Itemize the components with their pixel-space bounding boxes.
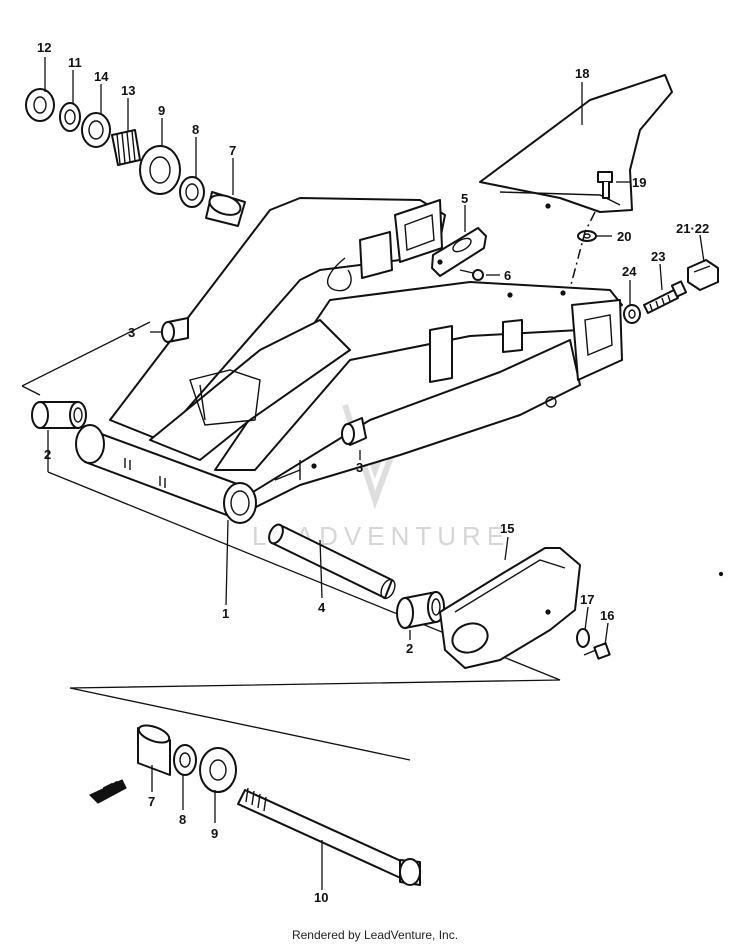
oil-seal-9-lower[interactable] (199, 747, 237, 793)
callout-12: 12 (37, 40, 51, 55)
callout-1: 1 (222, 606, 229, 621)
callout-15: 15 (500, 521, 514, 536)
leader-lines (44, 57, 705, 890)
callout-20: 20 (617, 229, 631, 244)
callout-18: 18 (575, 66, 589, 81)
callout-5: 5 (461, 191, 468, 206)
washer-11[interactable] (59, 102, 81, 132)
seal-14[interactable] (81, 112, 111, 148)
bushing-3-upper[interactable] (161, 317, 189, 343)
alignment-guides (21, 321, 561, 761)
callout-8-upper: 8 (192, 122, 199, 137)
callout-2-right: 2 (406, 641, 413, 656)
callout-16: 16 (600, 608, 614, 623)
callout-14: 14 (94, 69, 109, 84)
guard-mount-centerline (567, 211, 596, 297)
swingarm-1[interactable] (75, 197, 623, 524)
callout-7-upper: 7 (229, 143, 236, 158)
callout-3-upper: 3 (128, 325, 135, 340)
washer-8-upper[interactable] (179, 176, 205, 208)
callout-19: 19 (632, 175, 646, 190)
callouts: 12 11 14 13 9 8 7 18 19 20 5 6 21·22 23 … (37, 40, 709, 905)
spring-13[interactable] (111, 129, 141, 166)
callout-2-left: 2 (44, 447, 51, 462)
bearing-2-left[interactable] (31, 401, 87, 429)
nut-12[interactable] (25, 88, 55, 122)
pivot-shaft-10[interactable] (237, 787, 421, 886)
nut-24[interactable] (623, 304, 641, 324)
callout-11: 11 (68, 55, 82, 70)
callout-17: 17 (580, 592, 594, 607)
front-arrow-icon (88, 779, 127, 804)
spacer-7-upper[interactable] (205, 191, 246, 227)
bolt-16[interactable] (583, 642, 611, 660)
spacer-7-lower[interactable] (137, 722, 172, 776)
callout-23: 23 (651, 249, 665, 264)
callout-9-lower: 9 (211, 826, 218, 841)
callout-4: 4 (318, 600, 326, 615)
callout-21-22: 21·22 (676, 221, 709, 236)
bearing-2-right[interactable] (396, 591, 445, 629)
oil-seal-9-upper[interactable] (139, 145, 181, 195)
callout-24: 24 (622, 264, 637, 279)
callout-10: 10 (314, 890, 328, 905)
adjuster-bolt-23[interactable] (643, 280, 688, 314)
footer-credit: Rendered by LeadVenture, Inc. (291, 928, 459, 942)
bolt-19[interactable] (597, 171, 613, 199)
washer-17[interactable] (576, 628, 590, 648)
stray-dot (718, 571, 724, 577)
bushing-3-lower[interactable] (341, 417, 367, 446)
spacer-tube-4[interactable] (266, 522, 397, 600)
callout-3-lower: 3 (356, 460, 363, 475)
screw-6[interactable] (459, 269, 484, 281)
callout-9-upper: 9 (158, 103, 165, 118)
callout-7-lower: 7 (148, 794, 155, 809)
washer-20[interactable] (577, 230, 597, 242)
chain-adjuster-21-22[interactable] (687, 259, 719, 291)
washer-8-lower[interactable] (173, 744, 197, 776)
callout-13: 13 (121, 83, 135, 98)
callout-8-lower: 8 (179, 812, 186, 827)
plate-5[interactable] (431, 227, 487, 277)
callout-6: 6 (504, 268, 511, 283)
chain-case-15[interactable] (439, 547, 581, 669)
chain-guard-18[interactable] (479, 74, 673, 213)
